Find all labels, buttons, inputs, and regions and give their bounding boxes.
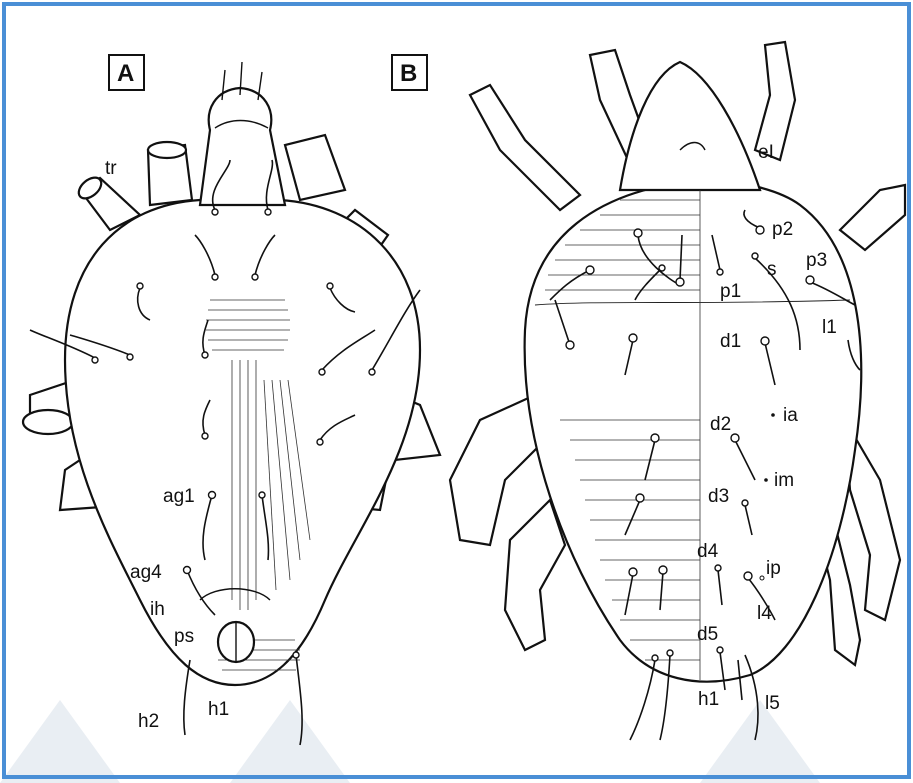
label-ag4: ag4 [130, 562, 162, 583]
label-ps: ps [174, 626, 194, 647]
label-p3: p3 [806, 250, 827, 271]
panel-b-label: B [400, 60, 417, 87]
label-d1: d1 [720, 331, 741, 352]
label-l5: l5 [765, 693, 780, 714]
ia-pore [771, 413, 775, 417]
label-im: im [774, 470, 794, 491]
label-h2: h2 [138, 711, 159, 732]
panel-b-drawing [450, 42, 905, 740]
panel-a-label: A [117, 60, 134, 87]
im-pore [764, 478, 768, 482]
label-l1: l1 [822, 317, 837, 338]
label-s: s [767, 259, 777, 280]
label-ip: ip [766, 558, 781, 579]
label-l4: l4 [757, 603, 772, 624]
label-eI: eI [758, 142, 774, 163]
label-tr: tr [105, 158, 117, 179]
label-h1-a: h1 [208, 699, 229, 720]
label-ia: ia [783, 405, 798, 426]
label-h1-b: h1 [698, 689, 719, 710]
label-d5: d5 [697, 624, 718, 645]
label-p1: p1 [720, 281, 741, 302]
label-d2: d2 [710, 414, 731, 435]
label-d3: d3 [708, 486, 729, 507]
panel-a-drawing [23, 62, 440, 745]
label-d4: d4 [697, 541, 719, 562]
label-ag1: ag1 [163, 486, 195, 507]
label-ih: ih [150, 599, 165, 620]
watermark [0, 700, 820, 783]
label-p2: p2 [772, 219, 793, 240]
